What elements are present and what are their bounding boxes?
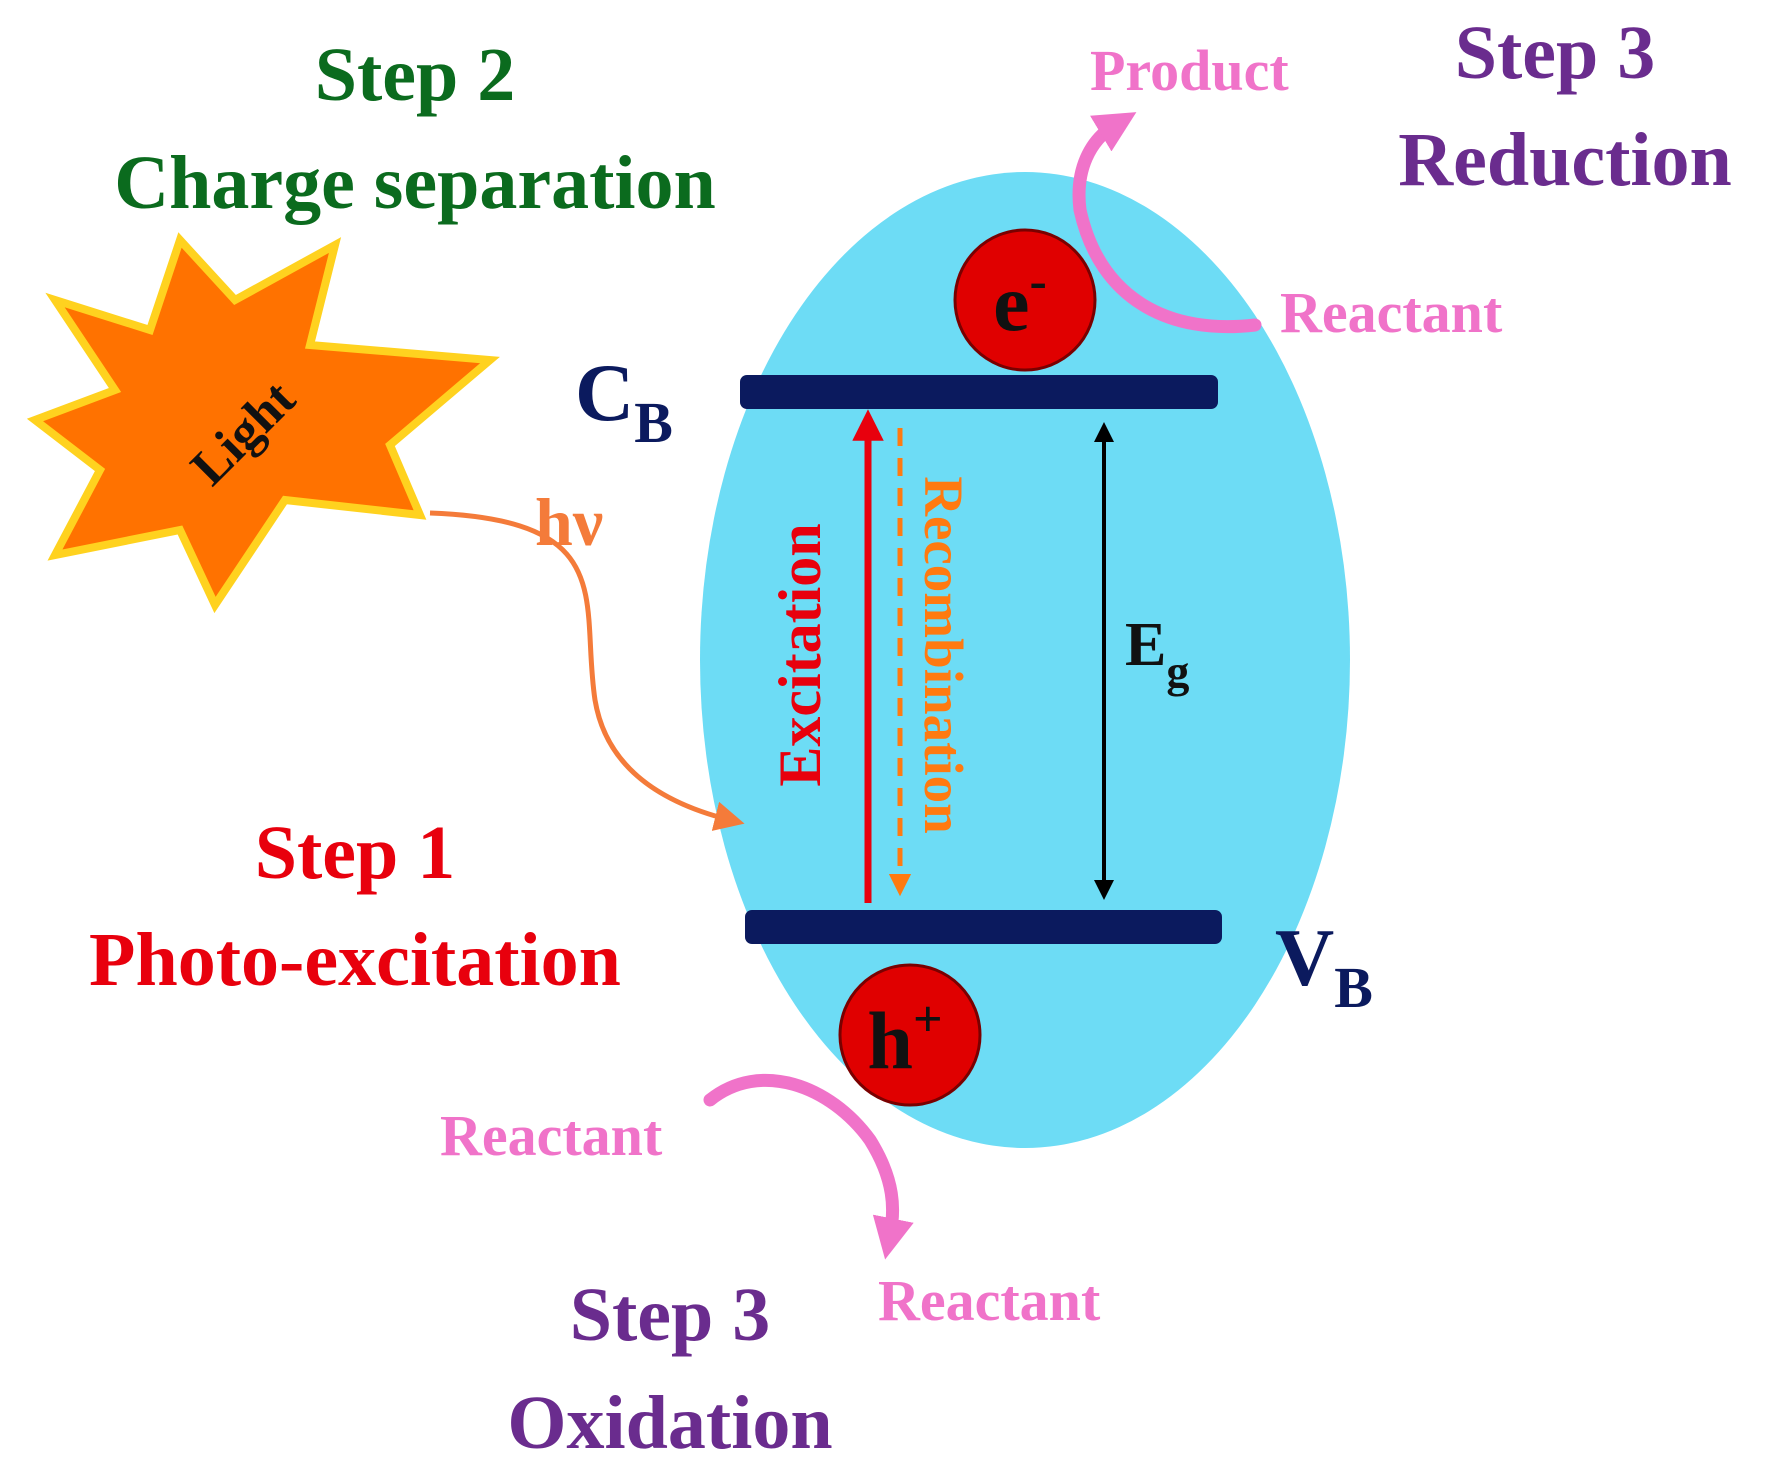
step1-title: Step 1 [255,811,456,895]
hole-label: h+ [867,991,942,1086]
reduction-arrow [1072,112,1262,334]
recombination-label: Recombination [913,476,974,834]
step3-reduction-title: Step 3 [1455,11,1656,95]
conduction-band [740,375,1218,409]
oxidation-reactant-out-label: Reactant [878,1268,1101,1333]
valence-band-label: VB [1275,912,1373,1020]
step3-reduction-subtitle: Reduction [1398,118,1732,202]
oxidation-reactant-in-label: Reactant [440,1103,663,1168]
step1-subtitle: Photo-excitation [89,918,621,1002]
step2-subtitle: Charge separation [114,141,716,225]
light-burst-icon [26,232,500,614]
excitation-label: Excitation [767,523,833,786]
electron [953,228,1097,372]
reduction-reactant-label: Reactant [1280,280,1503,345]
reduction-product-label: Product [1090,38,1289,103]
hole [838,963,982,1107]
step2-title: Step 2 [315,33,516,117]
electron-label: e- [993,253,1047,348]
band-gap-label: Eg [1125,611,1189,697]
conduction-band-label: CB [575,347,673,455]
step3-oxidation-subtitle: Oxidation [507,1381,832,1465]
photon-label: hν [535,484,603,560]
oxidation-arrow [703,1073,914,1260]
valence-band [745,910,1222,944]
step3-oxidation-title: Step 3 [570,1273,771,1357]
photon-arrow [429,510,745,831]
